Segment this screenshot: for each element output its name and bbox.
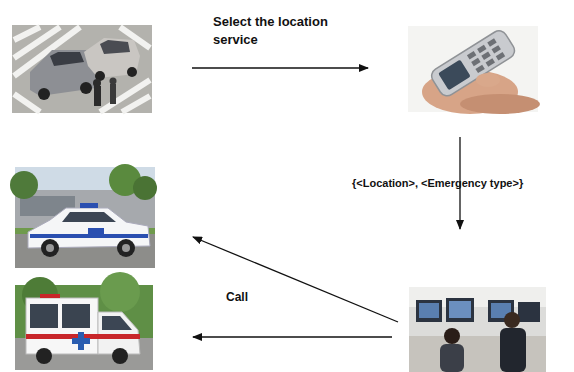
arrow-label: Select the location service — [213, 13, 353, 48]
control-room-photo — [409, 287, 546, 372]
accident-photo — [12, 25, 152, 113]
arrow — [192, 67, 368, 68]
arrows — [192, 68, 460, 337]
arrow — [193, 336, 392, 337]
arrow — [193, 237, 398, 322]
arrow-label: Call — [226, 289, 286, 305]
police-car-photo — [10, 164, 157, 268]
ambulance-photo — [15, 272, 153, 370]
phone-photo — [408, 26, 540, 114]
arrow-label: {<Location>, <Emergency type>} — [352, 176, 562, 191]
